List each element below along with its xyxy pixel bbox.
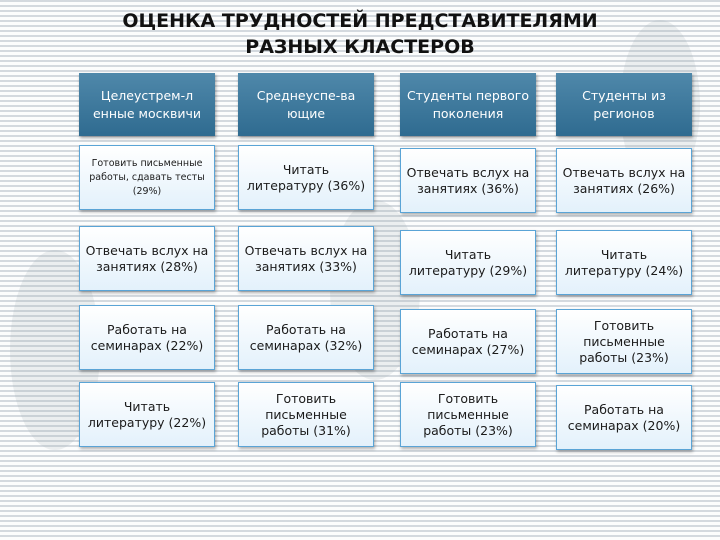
header-column-2: Среднеуспе-ва ющие bbox=[238, 73, 374, 136]
item-column-2-row-1: Читать литературу (36%) bbox=[238, 145, 374, 210]
item-column-1-row-1: Готовить письменные работы, сдавать тест… bbox=[79, 145, 215, 210]
slide-title: ОЦЕНКА ТРУДНОСТЕЙ ПРЕДСТАВИТЕЛЯМИ РАЗНЫХ… bbox=[122, 10, 598, 58]
item-column-3-row-4: Готовить письменные работы (23%) bbox=[400, 382, 536, 447]
header-column-1: Целеустрем-л енные москвичи bbox=[79, 73, 215, 136]
item-column-1-row-4: Читать литературу (22%) bbox=[79, 382, 215, 447]
item-column-2-row-4: Готовить письменные работы (31%) bbox=[238, 382, 374, 447]
item-column-1-row-3: Работать на семинарах (22%) bbox=[79, 305, 215, 370]
item-column-3-row-1: Отвечать вслух на занятиях (36%) bbox=[400, 148, 536, 213]
item-column-3-row-2: Читать литературу (29%) bbox=[400, 230, 536, 295]
header-column-3: Студенты первого поколения bbox=[400, 73, 536, 136]
header-column-4: Студенты из регионов bbox=[556, 73, 692, 136]
item-column-2-row-3: Работать на семинарах (32%) bbox=[238, 305, 374, 370]
item-column-4-row-3: Готовить письменные работы (23%) bbox=[556, 309, 692, 374]
item-column-4-row-1: Отвечать вслух на занятиях (26%) bbox=[556, 148, 692, 213]
item-column-4-row-2: Читать литературу (24%) bbox=[556, 230, 692, 295]
item-column-2-row-2: Отвечать вслух на занятиях (33%) bbox=[238, 226, 374, 291]
item-column-1-row-2: Отвечать вслух на занятиях (28%) bbox=[79, 226, 215, 291]
item-column-4-row-4: Работать на семинарах (20%) bbox=[556, 385, 692, 450]
item-column-3-row-3: Работать на семинарах (27%) bbox=[400, 309, 536, 374]
